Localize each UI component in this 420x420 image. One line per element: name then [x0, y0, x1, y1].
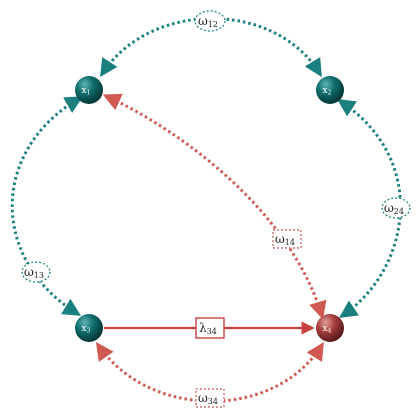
svg-text:x3: x3 [82, 324, 91, 335]
svg-text:x4: x4 [323, 324, 332, 335]
svg-text:ω12: ω12 [198, 14, 218, 29]
label-w12: ω12 [194, 10, 226, 32]
svg-text:λ34: λ34 [199, 321, 217, 336]
node-x3: x3 [75, 314, 103, 342]
svg-text:ω24: ω24 [384, 201, 404, 216]
node-x4: x4 [316, 314, 344, 342]
edge-w13 [10, 96, 84, 316]
svg-text:ω14: ω14 [275, 232, 295, 247]
label-l34: λ34 [195, 317, 225, 339]
svg-text:ω34: ω34 [198, 391, 218, 406]
svg-text:x2: x2 [323, 86, 332, 97]
svg-text:ω13: ω13 [24, 265, 44, 280]
svg-text:x1: x1 [82, 86, 91, 97]
label-w13: ω13 [21, 261, 51, 283]
edge-w34 [95, 341, 324, 403]
label-w34: ω34 [195, 388, 225, 408]
edge-w14 [102, 93, 327, 320]
node-x2: x2 [316, 76, 344, 104]
node-x1: x1 [75, 76, 103, 104]
label-w14: ω14 [272, 229, 302, 249]
label-w24: ω24 [381, 197, 411, 219]
